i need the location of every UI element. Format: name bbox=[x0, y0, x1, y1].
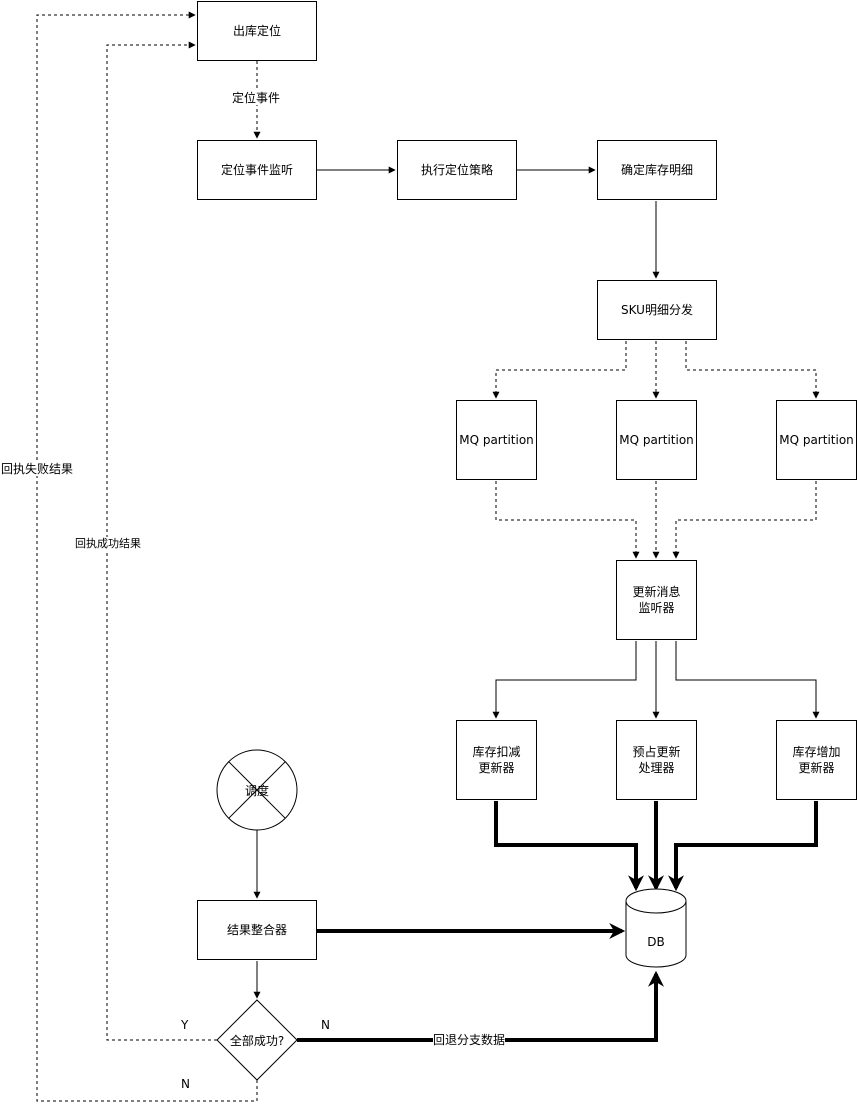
edge-label-rollback: 回退分支数据 bbox=[433, 1033, 506, 1047]
node-locate-event-listener-label: 定位事件监听 bbox=[220, 163, 293, 177]
db-label: DB bbox=[647, 935, 665, 949]
node-inventory-increase-updater: 库存增加 更新器 bbox=[776, 720, 857, 800]
node-outbound-locate: 出库定位 bbox=[197, 1, 317, 61]
edge-listener-to-increase bbox=[675, 641, 820, 719]
decision-label: 全部成功? bbox=[229, 1034, 285, 1048]
edge-label-no-bottom: N bbox=[181, 1077, 190, 1091]
node-mq-partition-3-label: MQ partition bbox=[779, 433, 854, 447]
edge-sku-to-mq3 bbox=[685, 341, 820, 399]
node-mq-partition-1: MQ partition bbox=[456, 400, 537, 480]
db-cylinder bbox=[625, 888, 687, 968]
node-inventory-increase-line1: 库存增加 bbox=[792, 745, 841, 759]
node-locate-event-listener: 定位事件监听 bbox=[197, 140, 317, 200]
edge-deduct-to-db bbox=[494, 801, 644, 892]
node-confirm-inventory-detail-label: 确定库存明细 bbox=[620, 163, 693, 177]
node-result-integrator-label: 结果整合器 bbox=[226, 923, 287, 937]
edge-mq1-to-listener bbox=[495, 481, 640, 559]
node-inventory-deduct-updater: 库存扣减 更新器 bbox=[456, 720, 537, 800]
schedule-node bbox=[216, 749, 298, 831]
node-preoccupy-line2: 处理器 bbox=[638, 761, 675, 775]
edge-listener-to-deduct bbox=[492, 641, 637, 719]
node-sku-detail-dispatch-label: SKU明细分发 bbox=[621, 303, 693, 317]
node-update-msg-listener-line1: 更新消息 bbox=[632, 585, 681, 599]
node-inventory-deduct-line2: 更新器 bbox=[478, 761, 515, 775]
node-outbound-locate-label: 出库定位 bbox=[232, 24, 281, 38]
edge-label-return-fail: 回执失败结果 bbox=[1, 462, 74, 476]
node-mq-partition-2: MQ partition bbox=[616, 400, 697, 480]
node-execute-locate-strategy-label: 执行定位策略 bbox=[420, 163, 493, 177]
edge-decision-to-db bbox=[297, 970, 664, 1042]
edge-label-return-success: 回执成功结果 bbox=[75, 537, 141, 551]
edge-sku-to-mq1 bbox=[492, 341, 627, 399]
edge-decision-no-to-locate bbox=[36, 11, 258, 1102]
node-preoccupy-update-handler: 预占更新 处理器 bbox=[616, 720, 697, 800]
node-result-integrator: 结果整合器 bbox=[197, 900, 317, 960]
node-inventory-deduct-line1: 库存扣减 bbox=[472, 745, 521, 759]
decision-diamond bbox=[216, 999, 298, 1081]
node-execute-locate-strategy: 执行定位策略 bbox=[397, 140, 517, 200]
node-sku-detail-dispatch: SKU明细分发 bbox=[597, 280, 717, 340]
edge-mq3-to-listener bbox=[672, 481, 817, 559]
schedule-label: 调度 bbox=[244, 784, 269, 798]
node-mq-partition-3: MQ partition bbox=[776, 400, 857, 480]
node-update-msg-listener: 更新消息 监听器 bbox=[616, 560, 697, 640]
node-update-msg-listener-line2: 监听器 bbox=[638, 601, 675, 615]
node-mq-partition-2-label: MQ partition bbox=[619, 433, 694, 447]
edge-label-no-right: N bbox=[321, 1018, 330, 1032]
node-mq-partition-1-label: MQ partition bbox=[459, 433, 534, 447]
edge-label-locate-event: 定位事件 bbox=[232, 91, 281, 105]
node-preoccupy-line1: 预占更新 bbox=[632, 745, 681, 759]
edge-label-yes: Y bbox=[181, 1018, 189, 1032]
edge-increase-to-db bbox=[668, 801, 818, 892]
node-confirm-inventory-detail: 确定库存明细 bbox=[597, 140, 717, 200]
node-inventory-increase-line2: 更新器 bbox=[798, 761, 835, 775]
